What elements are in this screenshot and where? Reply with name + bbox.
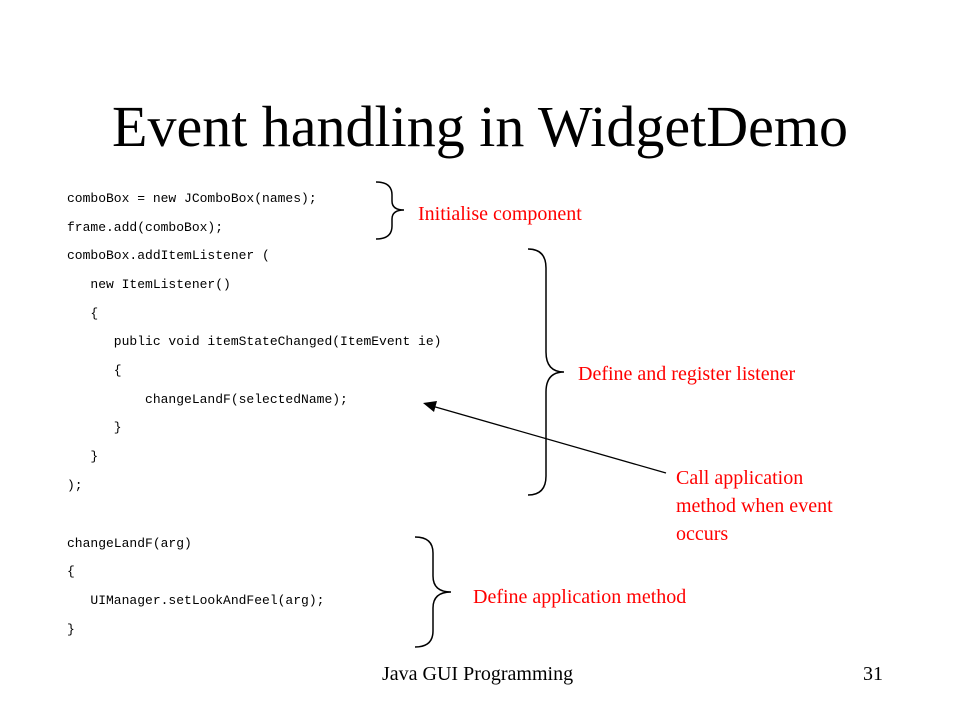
- page-number: 31: [863, 663, 883, 685]
- code-line-11: );: [67, 478, 83, 493]
- annotation-call-line-3: occurs: [676, 523, 729, 545]
- brace-define-method: [414, 536, 452, 648]
- code-line-4: new ItemListener(): [67, 277, 231, 292]
- annotation-call-line-1: Call application: [676, 467, 804, 489]
- call-arrow-head: [423, 401, 437, 412]
- code-line-1: comboBox = new JComboBox(names);: [67, 191, 317, 206]
- annotation-define-register: Define and register listener: [578, 363, 796, 385]
- code-line-8: changeLandF(selectedName);: [67, 392, 348, 407]
- annotation-call-line-2: method when event: [676, 495, 833, 517]
- code-line-7: {: [67, 363, 122, 378]
- code-line-10: }: [67, 449, 99, 464]
- code-line-14: UIManager.setLookAndFeel(arg);: [67, 593, 325, 608]
- annotation-initialise: Initialise component: [418, 203, 582, 225]
- code-line-6: public void itemStateChanged(ItemEvent i…: [67, 334, 442, 349]
- code-line-3: comboBox.addItemListener (: [67, 248, 270, 263]
- call-arrow-line: [431, 405, 667, 474]
- footer-text: Java GUI Programming: [382, 663, 574, 685]
- code-line-9: }: [67, 420, 122, 435]
- code-line-5: {: [67, 306, 99, 321]
- code-line-15: }: [67, 622, 75, 637]
- brace-initialise: [375, 181, 405, 240]
- code-line-2: frame.add(comboBox);: [67, 220, 224, 235]
- code-line-13: {: [67, 564, 75, 579]
- annotation-define-method: Define application method: [473, 586, 687, 608]
- code-line-12: changeLandF(arg): [67, 536, 192, 551]
- brace-define-register: [527, 248, 565, 496]
- slide-title: Event handling in WidgetDemo: [112, 94, 848, 159]
